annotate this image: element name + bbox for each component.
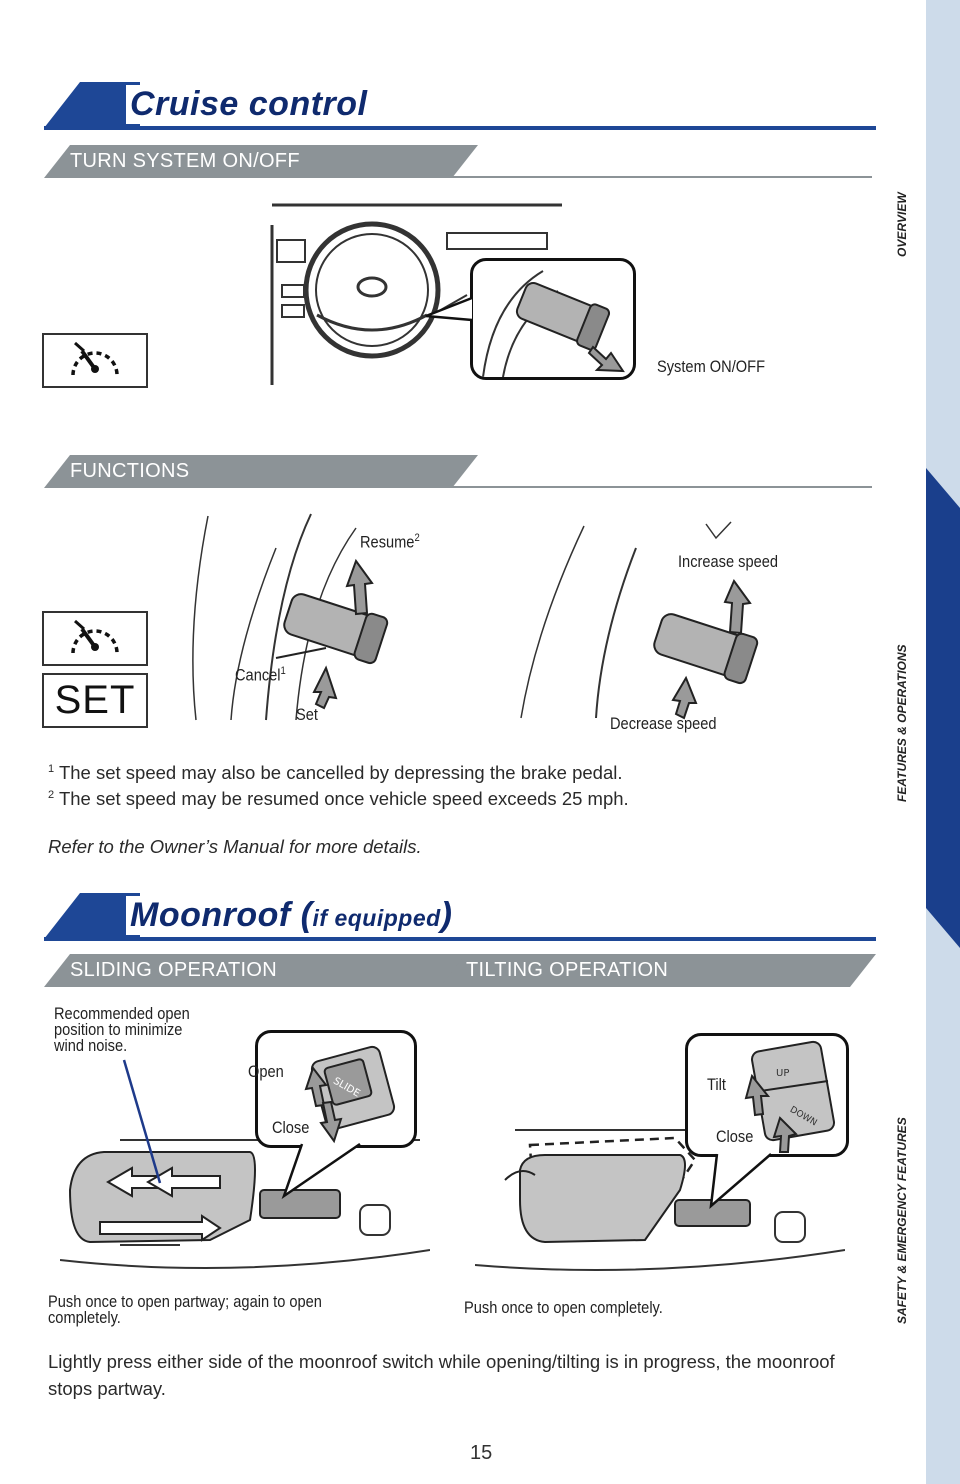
functions-rule: [452, 486, 872, 488]
slide-switch-zoom: SLIDE: [304, 1045, 396, 1144]
sidebar-active-band: [926, 468, 960, 948]
moonroof-title-rule: [44, 937, 876, 941]
cruise-lever-zoom: [482, 270, 625, 377]
cruise-title: Cruise control: [126, 85, 378, 124]
cancel-label: Cancel1: [235, 665, 286, 685]
sliding-caption: Push once to open partway; again to open…: [48, 1292, 322, 1327]
sidebar-label-features[interactable]: FEATURES & OPERATIONS: [895, 644, 909, 802]
tilt-callout-pointer: [709, 1153, 772, 1210]
lever-function-illustration-2: [520, 521, 759, 720]
slide-switch-callout: SLIDE: [255, 1030, 417, 1148]
cruise-title-rule: [44, 126, 876, 130]
slide-callout-pointer: [281, 1142, 361, 1200]
lever-function-illustration-1: [192, 513, 389, 721]
turn-system-header: TURN SYSTEM ON/OFF: [44, 145, 478, 178]
tilting-operation-header: TILTING OPERATION: [440, 954, 876, 987]
refer-note: Refer to the Owner’s Manual for more det…: [48, 836, 422, 857]
recommended-pointer-line: [122, 1059, 162, 1184]
close-label: Close: [272, 1118, 310, 1137]
set-label: Set: [296, 705, 318, 724]
increase-speed-label: Increase speed: [678, 552, 778, 571]
sidebar: [926, 0, 960, 1484]
lever-callout: [470, 258, 636, 380]
footnote-2: 2 The set speed may be resumed once vehi…: [48, 788, 629, 809]
sliding-operation-header: SLIDING OPERATION: [44, 954, 478, 987]
callout-pointer: [425, 296, 473, 322]
tilt-switch-callout: UP DOWN: [685, 1033, 849, 1157]
tilt-switch-up-text: UP: [776, 1068, 789, 1079]
page-number: 15: [470, 1442, 493, 1464]
set-indicator-text: SET: [54, 678, 136, 722]
decrease-speed-label: Decrease speed: [610, 714, 717, 733]
cruise-indicator-tile-2: [42, 611, 148, 666]
close-label-2: Close: [716, 1127, 754, 1146]
tilt-switch-zoom: UP DOWN: [744, 1040, 836, 1153]
functions-header: FUNCTIONS: [44, 455, 478, 488]
speedometer-icon: [71, 619, 119, 653]
open-label: Open: [248, 1062, 284, 1081]
sidebar-label-safety[interactable]: SAFETY & EMERGENCY FEATURES: [895, 1117, 909, 1325]
recommended-position-label: Recommended open position to minimize wi…: [54, 1004, 190, 1055]
system-onoff-label: System ON/OFF: [657, 357, 766, 376]
footnote-1: 1 The set speed may also be cancelled by…: [48, 762, 623, 783]
tilt-label: Tilt: [707, 1075, 726, 1094]
cruise-indicator-tile: [42, 333, 148, 388]
tilting-caption: Push once to open completely.: [464, 1298, 663, 1317]
moonroof-title: Moonroof (if equipped): [126, 896, 463, 935]
resume-label: Resume2: [360, 532, 420, 552]
sliding-illustration: [60, 1139, 430, 1269]
moonroof-body-text: Lightly press either side of the moonroo…: [48, 1351, 835, 1399]
tilting-illustration: [475, 1129, 845, 1271]
set-indicator-tile: SET: [42, 673, 148, 728]
turn-system-rule: [452, 176, 872, 178]
speedometer-icon: [71, 341, 119, 375]
sidebar-label-overview[interactable]: OVERVIEW: [895, 192, 909, 258]
